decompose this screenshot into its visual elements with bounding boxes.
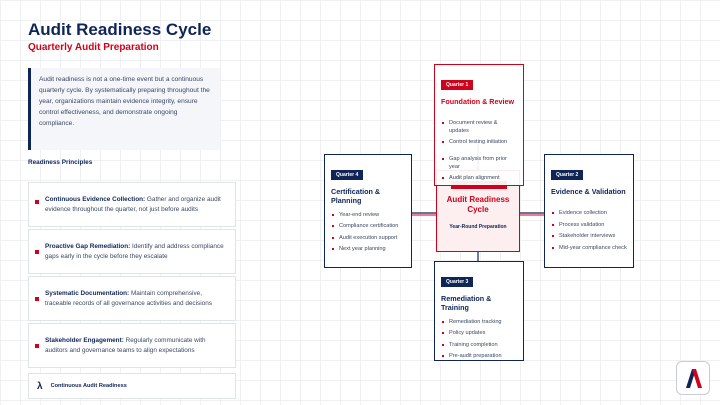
list-item: Control testing initiation: [441, 139, 517, 147]
quarter-3-box: Quarter 3 Remediation & Training Remedia…: [434, 261, 524, 361]
list-item: Process validation: [551, 222, 627, 230]
bullet-icon: [35, 344, 39, 348]
list-item: Audit execution support: [331, 235, 405, 243]
quarter-4-box: Quarter 4 Certification & Planning Year-…: [324, 154, 412, 268]
list-item: Pre-audit preparation: [441, 353, 517, 361]
brand-logo: [676, 361, 710, 395]
principle-card: Stakeholder Engagement: Regularly commun…: [28, 323, 236, 368]
lambda-icon: λ: [37, 380, 43, 392]
quarter-title: Certification & Planning: [331, 187, 381, 206]
list-item: Next year planning: [331, 246, 405, 254]
page-subtitle: Quarterly Audit Preparation: [28, 42, 159, 53]
list-item: Stakeholder interviews: [551, 233, 627, 241]
quarter-2-box: Quarter 2 Evidence & Validation Evidence…: [544, 154, 634, 268]
logo-icon: [686, 369, 702, 388]
list-item: Policy updates: [441, 330, 517, 338]
bullet-icon: [35, 250, 39, 254]
quarter-badge: Quarter 4: [331, 170, 364, 180]
principle-text: Identify and address compliance gaps ear…: [45, 242, 224, 260]
page-title: Audit Readiness Cycle: [28, 20, 212, 39]
list-item: Remediation tracking: [441, 319, 517, 327]
principles-heading: Readiness Principles: [28, 159, 93, 166]
list-item: Mid-year compliance check: [551, 245, 627, 253]
principle-title: Stakeholder Engagement:: [45, 336, 124, 344]
bullet-icon: [35, 200, 39, 204]
principle-text: Gather and organize audit evidence throu…: [45, 195, 221, 213]
principle-title: Systematic Documentation:: [45, 289, 130, 297]
quarter-title: Foundation & Review: [441, 97, 515, 106]
principle-title: Continuous Evidence Collection:: [45, 195, 146, 203]
principle-card: Proactive Gap Remediation: Identify and …: [28, 229, 236, 274]
principle-text: Regularly communicate with auditors and …: [45, 336, 206, 354]
footer-card: λ Continuous Audit Readiness: [28, 373, 236, 399]
intro-text: Audit readiness is not a one-time event …: [28, 68, 220, 150]
principle-card: Continuous Evidence Collection: Gather a…: [28, 182, 236, 227]
quarter-badge: Quarter 2: [551, 170, 584, 180]
quarter-title: Evidence & Validation: [551, 187, 626, 196]
footer-text: Continuous Audit Readiness: [50, 383, 127, 389]
principle-title: Proactive Gap Remediation:: [45, 242, 131, 250]
principle-card: Systematic Documentation: Maintain compr…: [28, 276, 236, 321]
list-item: Compliance certification: [331, 223, 405, 231]
center-title: Audit Readiness Cycle: [446, 195, 510, 215]
bullet-icon: [35, 297, 39, 301]
principle-text: Maintain comprehensive, traceable record…: [45, 289, 212, 307]
quarter-badge: Quarter 3: [441, 277, 474, 287]
list-item: Audit plan alignment: [441, 175, 517, 183]
quarter-badge: Quarter 1: [441, 80, 474, 90]
list-item: Document review & updates: [441, 120, 517, 135]
list-item: Training completion: [441, 342, 517, 350]
list-item: Gap analysis from prior year: [441, 156, 517, 171]
list-item: Evidence collection: [551, 210, 627, 218]
quarter-title: Remediation & Training: [441, 294, 492, 313]
center-subtitle: Year-Round Preparation: [449, 223, 507, 230]
list-item: Year-end review: [331, 212, 405, 220]
quarter-1-box: Quarter 1 Foundation & Review Document r…: [434, 64, 524, 186]
